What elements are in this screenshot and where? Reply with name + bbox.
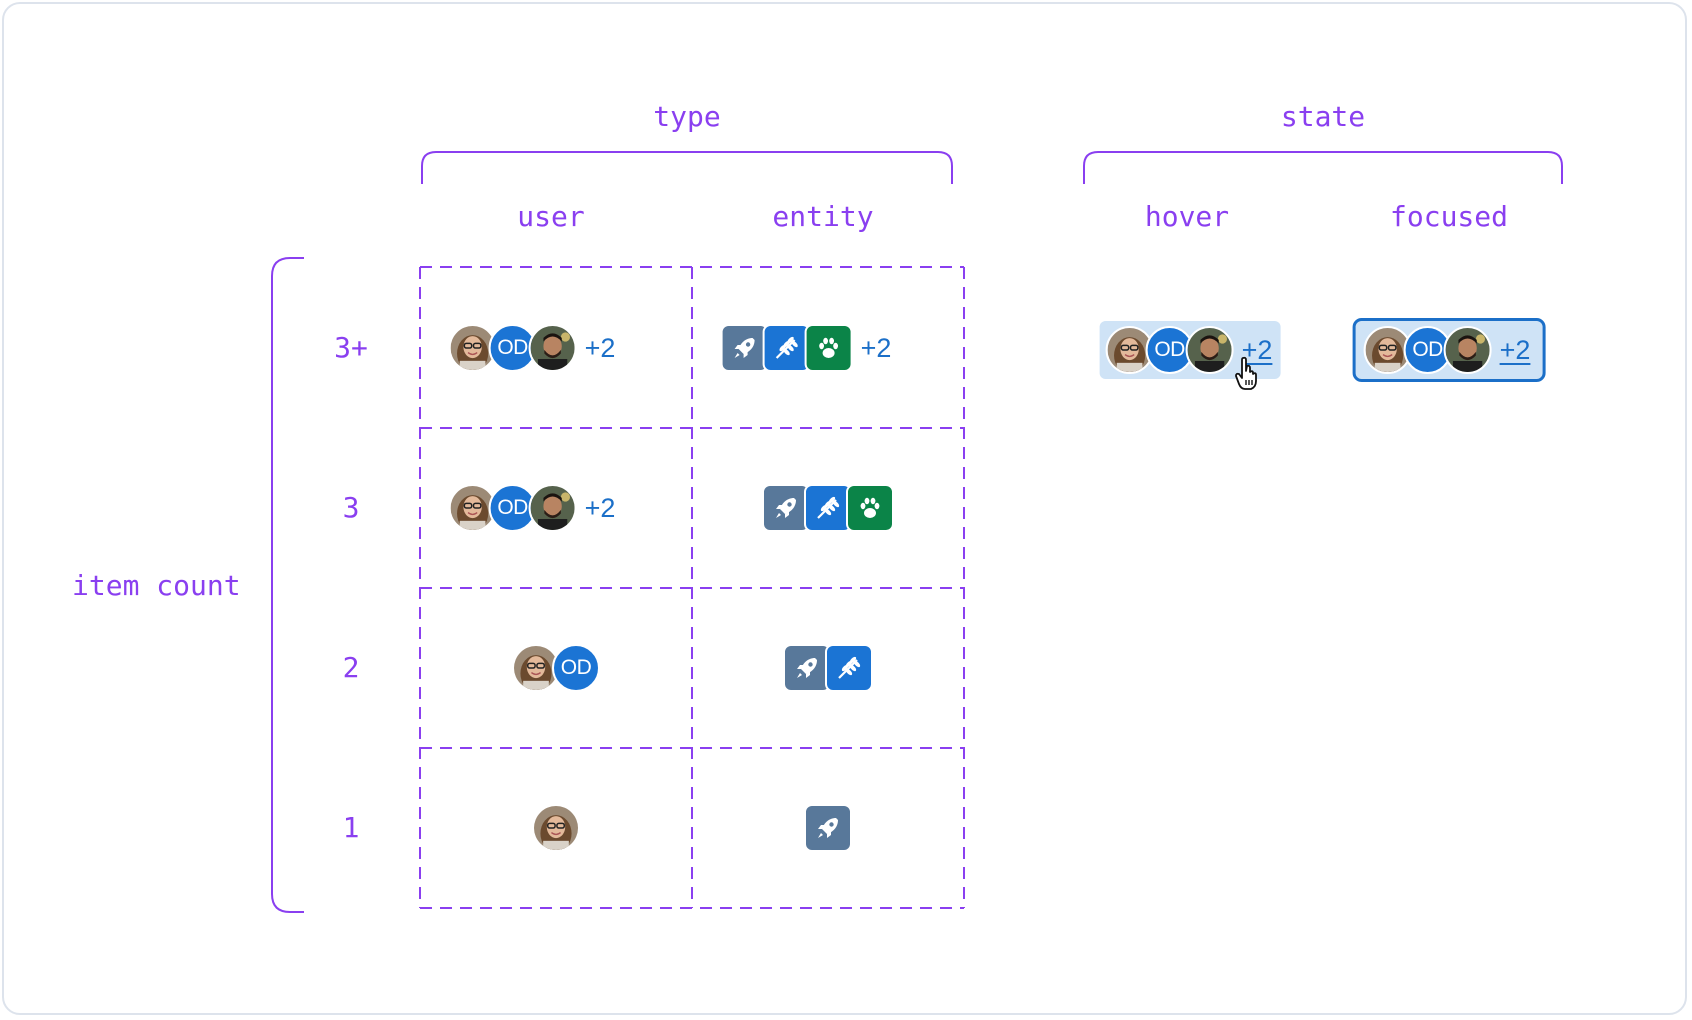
avatar-man [529,484,577,532]
avatar-man [1444,326,1492,374]
overflow-count-link[interactable]: +2 [1500,335,1531,366]
row-label-3plus: 3+ [334,334,368,362]
paw-icon [805,324,853,372]
wheat-icon [825,644,873,692]
state-focused-label: focused [1390,203,1508,231]
column-user: user [517,203,584,231]
user-group-hover[interactable]: OD +2 [1100,321,1281,379]
item-count-bracket [272,258,304,912]
row-label-2: 2 [343,654,360,682]
avatar-initials: OD [552,644,600,692]
row-label-3: 3 [343,494,360,522]
user-group-1[interactable] [532,804,580,852]
entity-group-1[interactable] [804,804,852,852]
rocket-icon [804,804,852,852]
user-group-2[interactable]: OD [512,644,600,692]
user-group-3[interactable]: OD +2 [449,484,616,532]
overflow-count[interactable]: +2 [585,493,616,524]
type-heading: type [653,103,720,131]
type-bracket [422,152,952,184]
entity-group-2[interactable] [783,644,873,692]
rocket-icon [762,484,810,532]
overflow-count-link[interactable]: +2 [1242,335,1273,366]
state-heading: state [1281,103,1365,131]
wheat-icon [804,484,852,532]
avatar-man [529,324,577,372]
overflow-count[interactable]: +2 [585,333,616,364]
row-label-1: 1 [343,814,360,842]
avatar-woman [532,804,580,852]
user-group-focused[interactable]: OD +2 [1353,318,1546,382]
column-entity: entity [772,203,873,231]
avatar-man [1186,326,1234,374]
state-hover-label: hover [1145,203,1229,231]
overflow-count[interactable]: +2 [861,333,892,364]
paw-icon [846,484,894,532]
user-group-3plus[interactable]: OD +2 [449,324,616,372]
rocket-icon [783,644,831,692]
row-axis-label: item count [72,572,241,600]
state-bracket [1084,152,1562,184]
entity-group-3[interactable] [762,484,894,532]
entity-group-3plus[interactable]: +2 [721,324,892,372]
rocket-icon [721,324,769,372]
wheat-icon [763,324,811,372]
